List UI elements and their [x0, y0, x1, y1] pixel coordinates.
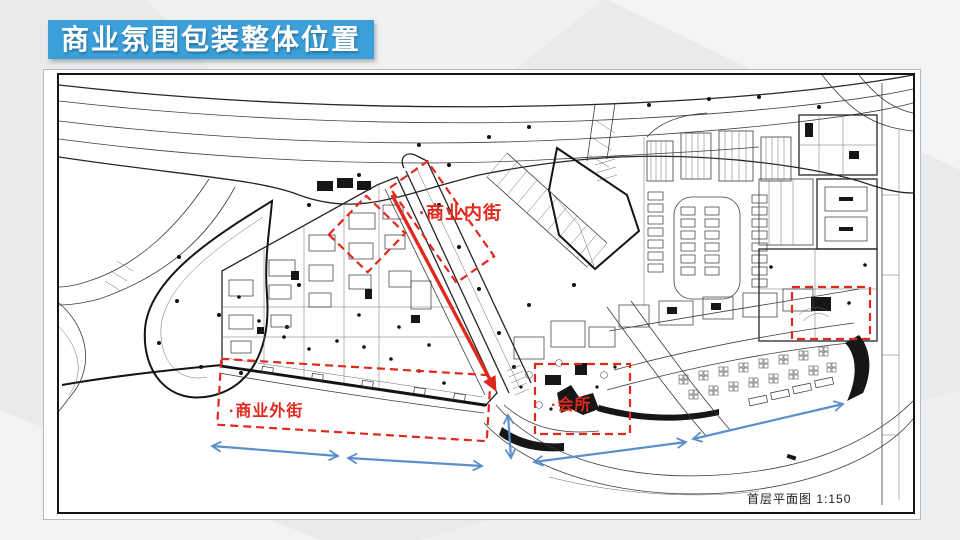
- clubhouse-cluster: [499, 320, 617, 452]
- terrace-seating: [597, 288, 870, 421]
- span-arrows: [210, 400, 845, 472]
- slide-title: 商业氛围包装整体位置: [61, 24, 362, 55]
- inner-street-direction-arrow: [390, 194, 497, 392]
- service-blocks: [317, 178, 371, 191]
- span-arrow-1: [210, 440, 340, 462]
- highlight-roof-terrace: [790, 285, 872, 341]
- plan-caption: 首层平面图 1:150: [747, 492, 852, 506]
- span-arrow-4: [691, 400, 845, 443]
- hatched-roof-buildings: [646, 130, 792, 182]
- label-inner-street: ·商业内街: [419, 203, 502, 223]
- stepped-plaza: [486, 152, 608, 268]
- slide-title-banner: 商业氛围包装整体位置: [48, 20, 375, 59]
- highlight-clubhouse: [533, 362, 632, 436]
- promenade-roads: [59, 300, 913, 496]
- pentagon-building: [527, 146, 641, 307]
- highlight-outer-street: [216, 357, 492, 443]
- span-arrow-3: [532, 437, 688, 467]
- span-arrow-vertical: [502, 413, 517, 460]
- label-clubhouse: ·会所: [551, 397, 592, 414]
- margin-lines: [881, 83, 900, 505]
- label-outer-street: ·商业外街: [229, 403, 304, 420]
- floor-plan-drawing: [59, 75, 913, 505]
- highlight-plaza-square: [327, 194, 407, 274]
- plan-panel: ·商业内街 ·商业外街 ·会所 首层平面图 1:150: [43, 69, 921, 520]
- span-arrow-2: [346, 452, 484, 472]
- parking-court: [643, 137, 768, 305]
- road-network: [59, 75, 913, 306]
- floor-plan-frame: ·商业内街 ·商业外街 ·会所 首层平面图 1:150: [57, 73, 915, 514]
- left-retail-building: [221, 176, 498, 407]
